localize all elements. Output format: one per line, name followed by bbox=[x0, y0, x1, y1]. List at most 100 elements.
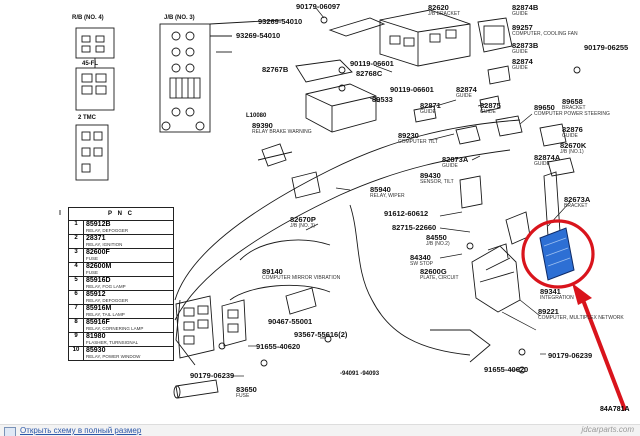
row-number: 3 bbox=[68, 248, 84, 263]
dashboard-outline bbox=[174, 119, 521, 366]
label-82767b: 82767B bbox=[262, 65, 289, 74]
jb-header: J/B (NO. 3) bbox=[164, 15, 195, 21]
row-number: 1 bbox=[68, 220, 84, 235]
label-90179-06255: 90179-06255 bbox=[584, 43, 629, 52]
row-number: 7 bbox=[68, 304, 84, 319]
label-94091: -94091 -94093 bbox=[340, 371, 380, 377]
left-sub-label: 45-FL bbox=[82, 61, 99, 67]
part-code: 28371 bbox=[86, 235, 106, 242]
part-code: 82600F bbox=[86, 249, 110, 256]
row-number: 2 bbox=[68, 234, 84, 249]
label-93269-54010-b: 93269-54010 bbox=[236, 31, 281, 40]
label-93269-54010: 93269-54010 bbox=[258, 17, 303, 26]
row-number: 4 bbox=[68, 262, 84, 277]
label-90179-06239-b: 90179-06239 bbox=[190, 371, 235, 380]
figure-code: 84A781A bbox=[600, 406, 630, 413]
label-90179-06097: 90179-06097 bbox=[296, 2, 341, 11]
bolt-icon bbox=[218, 16, 581, 374]
row-number: 5 bbox=[68, 276, 84, 291]
row-number: 10 bbox=[68, 346, 84, 361]
label-89533: 89533 bbox=[372, 95, 393, 104]
part-description: FLASHER, TURNSIGNAL bbox=[86, 340, 139, 345]
part-code: 82600M bbox=[86, 263, 112, 270]
image-icon bbox=[4, 427, 16, 436]
junction-block-grid-icon bbox=[159, 23, 211, 133]
part-description: RELAY, DEFOGGER bbox=[86, 228, 129, 233]
part-description: FUSE bbox=[86, 270, 99, 275]
label-90119-06601-b: 90119-06601 bbox=[390, 85, 434, 94]
label-82715-22660: 82715-22660 bbox=[392, 223, 437, 232]
part-code: 85916M bbox=[86, 305, 112, 312]
cooling-fan-computer-icon bbox=[477, 17, 513, 85]
part-code: 81980 bbox=[86, 333, 106, 340]
power-steering-computer-icon bbox=[413, 95, 575, 177]
label-90467-55001: 90467-55001 bbox=[268, 317, 313, 326]
label-90119-06601: 90119-06601 bbox=[350, 59, 394, 68]
left-tmc-label: 2 TMC bbox=[78, 115, 96, 121]
part-code: 85916F bbox=[86, 319, 110, 326]
part-description: RELAY, POWER WINDOW bbox=[86, 354, 141, 359]
highlight-arrow-icon bbox=[572, 283, 627, 411]
relay-block-icon bbox=[75, 27, 115, 181]
open-full-size-link[interactable]: Открыть схему в полный размер bbox=[20, 426, 142, 435]
diagram-linework bbox=[59, 7, 627, 411]
part-description: RELAY, DEFOGGER bbox=[86, 298, 129, 303]
label-90179-06239: 90179-06239 bbox=[548, 351, 593, 360]
highlighted-computer-module bbox=[521, 219, 595, 289]
label-91612-60612: 91612-60612 bbox=[384, 209, 429, 218]
wiper-relay-icon bbox=[291, 171, 321, 199]
pnc-table-header: P N C bbox=[68, 207, 174, 221]
junction-block-center-icon bbox=[459, 175, 531, 313]
relay-box-icon bbox=[295, 9, 471, 83]
computer-module-icon bbox=[305, 83, 377, 133]
label-91655-40620: 91655-40620 bbox=[256, 342, 301, 351]
row-number: 8 bbox=[68, 318, 84, 333]
top-left-header: R/B (NO. 4) bbox=[72, 15, 104, 21]
label-93567-55616: 93567-55616(2) bbox=[294, 330, 348, 339]
highlight-circle bbox=[521, 219, 595, 289]
